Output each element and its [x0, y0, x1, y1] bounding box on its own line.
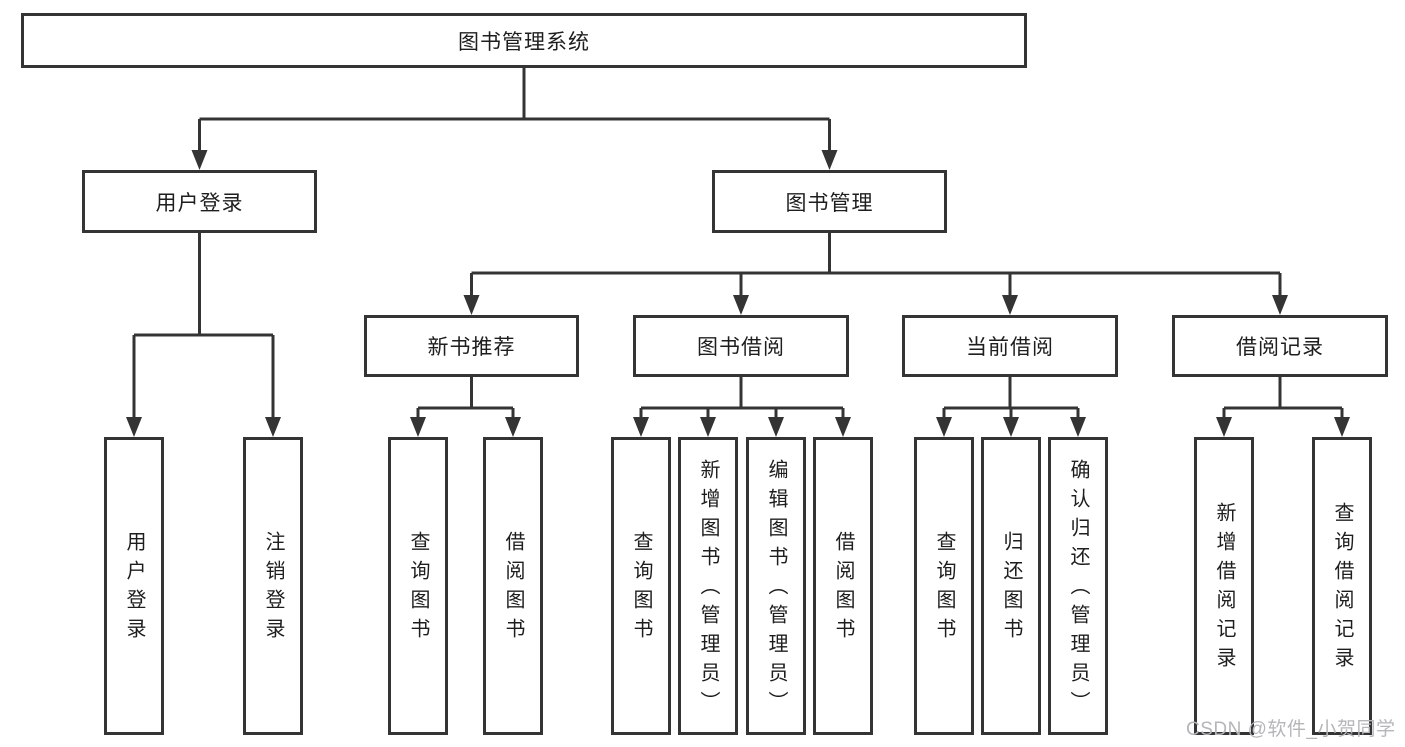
leaf-borrow-query-book: 查询图书 [611, 437, 671, 735]
leaf-current-return-book: 归还图书 [981, 437, 1041, 735]
node-book-borrow: 图书借阅 [633, 315, 849, 377]
connector-paths [132, 68, 1344, 420]
leaf-recommend-query-book: 查询图书 [388, 437, 448, 735]
leaf-user-login: 用户登录 [104, 437, 164, 735]
node-borrow-records: 借阅记录 [1172, 315, 1388, 377]
leaf-records-query-record-label: 查询借阅记录 [1331, 502, 1353, 676]
leaf-borrow-edit-book-admin: 编辑图书（管理员） [746, 437, 806, 735]
leaf-current-confirm-return-admin: 确认归还（管理员） [1048, 437, 1108, 735]
node-book-borrow-label: 图书借阅 [697, 336, 785, 359]
leaf-logout-login: 注销登录 [243, 437, 303, 735]
leaf-current-return-book-label: 归还图书 [1000, 531, 1022, 647]
leaf-borrow-add-book-admin-label: 新增图书（管理员） [697, 458, 719, 720]
node-current-borrow-label: 当前借阅 [966, 336, 1054, 359]
node-book-management: 图书管理 [712, 170, 947, 233]
leaf-records-query-record: 查询借阅记录 [1312, 437, 1372, 735]
node-current-borrow: 当前借阅 [902, 315, 1118, 377]
leaf-borrow-query-book-label: 查询图书 [630, 531, 652, 647]
leaf-borrow-add-book-admin: 新增图书（管理员） [678, 437, 738, 735]
leaf-user-login-label: 用户登录 [123, 531, 145, 647]
leaf-recommend-borrow-book-label: 借阅图书 [502, 531, 524, 647]
arrowheads [126, 150, 1350, 437]
node-user-login-label: 用户登录 [155, 191, 244, 215]
leaf-borrow-borrow-book: 借阅图书 [813, 437, 873, 735]
leaf-logout-login-label: 注销登录 [262, 531, 284, 647]
node-user-login: 用户登录 [82, 170, 317, 233]
node-library-system-label: 图书管理系统 [458, 30, 590, 54]
leaf-records-add-record-label: 新增借阅记录 [1213, 502, 1235, 676]
node-new-book-recommend: 新书推荐 [364, 315, 579, 377]
leaf-current-query-book: 查询图书 [914, 437, 974, 735]
node-new-book-recommend-label: 新书推荐 [427, 336, 516, 359]
csdn-watermark: CSDN @软件_小贺同学 [1186, 719, 1396, 740]
leaf-recommend-query-book-label: 查询图书 [407, 531, 429, 647]
leaf-records-add-record: 新增借阅记录 [1194, 437, 1254, 735]
leaf-current-confirm-return-admin-label: 确认归还（管理员） [1067, 458, 1089, 720]
node-library-system: 图书管理系统 [21, 13, 1027, 68]
node-book-management-label: 图书管理 [785, 191, 874, 215]
leaf-borrow-borrow-book-label: 借阅图书 [832, 531, 854, 647]
node-borrow-records-label: 借阅记录 [1236, 336, 1324, 359]
leaf-current-query-book-label: 查询图书 [933, 531, 955, 647]
leaf-borrow-edit-book-admin-label: 编辑图书（管理员） [765, 458, 787, 720]
leaf-recommend-borrow-book: 借阅图书 [483, 437, 543, 735]
